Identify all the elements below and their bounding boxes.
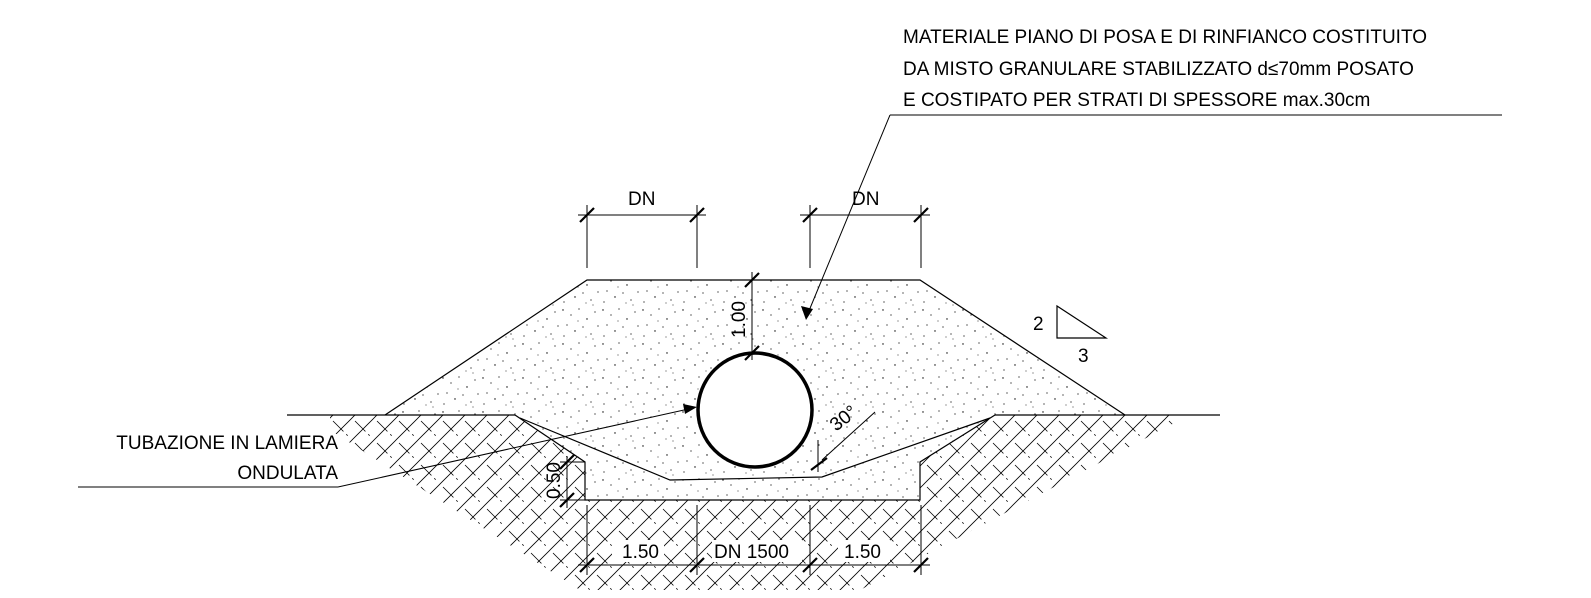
dim-dn-right-label: DN (852, 189, 879, 210)
trench-outline (514, 414, 996, 501)
slope-rise-label: 2 (1033, 314, 1044, 335)
dim-dn-right: DN (800, 189, 930, 268)
dim-bottom-left-label: 1.50 (622, 542, 659, 563)
fill-material-leader (801, 114, 1502, 320)
fill-note-line-2: DA MISTO GRANULARE STABILIZZATO d≤70mm P… (903, 59, 1414, 80)
dim-cover: 1.00 (729, 272, 760, 361)
pipe-note: TUBAZIONE IN LAMIERA ONDULATA (116, 433, 338, 484)
bedding-cradle (519, 417, 991, 481)
fill-note-line-1: MATERIALE PIANO DI POSA E DI RINFIANCO C… (903, 27, 1427, 48)
fill-material-note: MATERIALE PIANO DI POSA E DI RINFIANCO C… (903, 27, 1427, 111)
dim-bedding-label: 0.50 (544, 462, 565, 499)
slope-run-label: 3 (1078, 346, 1089, 367)
dim-bottom-center-label: DN 1500 (714, 542, 789, 563)
dim-cover-label: 1.00 (729, 301, 750, 338)
dim-dn-left-label: DN (628, 189, 655, 210)
pipe-note-line-1: TUBAZIONE IN LAMIERA (116, 433, 338, 454)
pipe-note-line-2: ONDULATA (237, 463, 338, 484)
fill-note-line-3: E COSTIPATO PER STRATI DI SPESSORE max.3… (903, 90, 1370, 111)
pipe-leader (78, 404, 697, 488)
dim-dn-left: DN (578, 189, 706, 268)
dim-bedding: 0.50 (544, 454, 585, 508)
dim-bottom-right-label: 1.50 (844, 542, 881, 563)
slope-indicator: 2 3 (1033, 304, 1109, 367)
pipe (696, 351, 814, 469)
dim-bottom-chain: 1.50 DN 1500 1.50 (578, 505, 930, 575)
